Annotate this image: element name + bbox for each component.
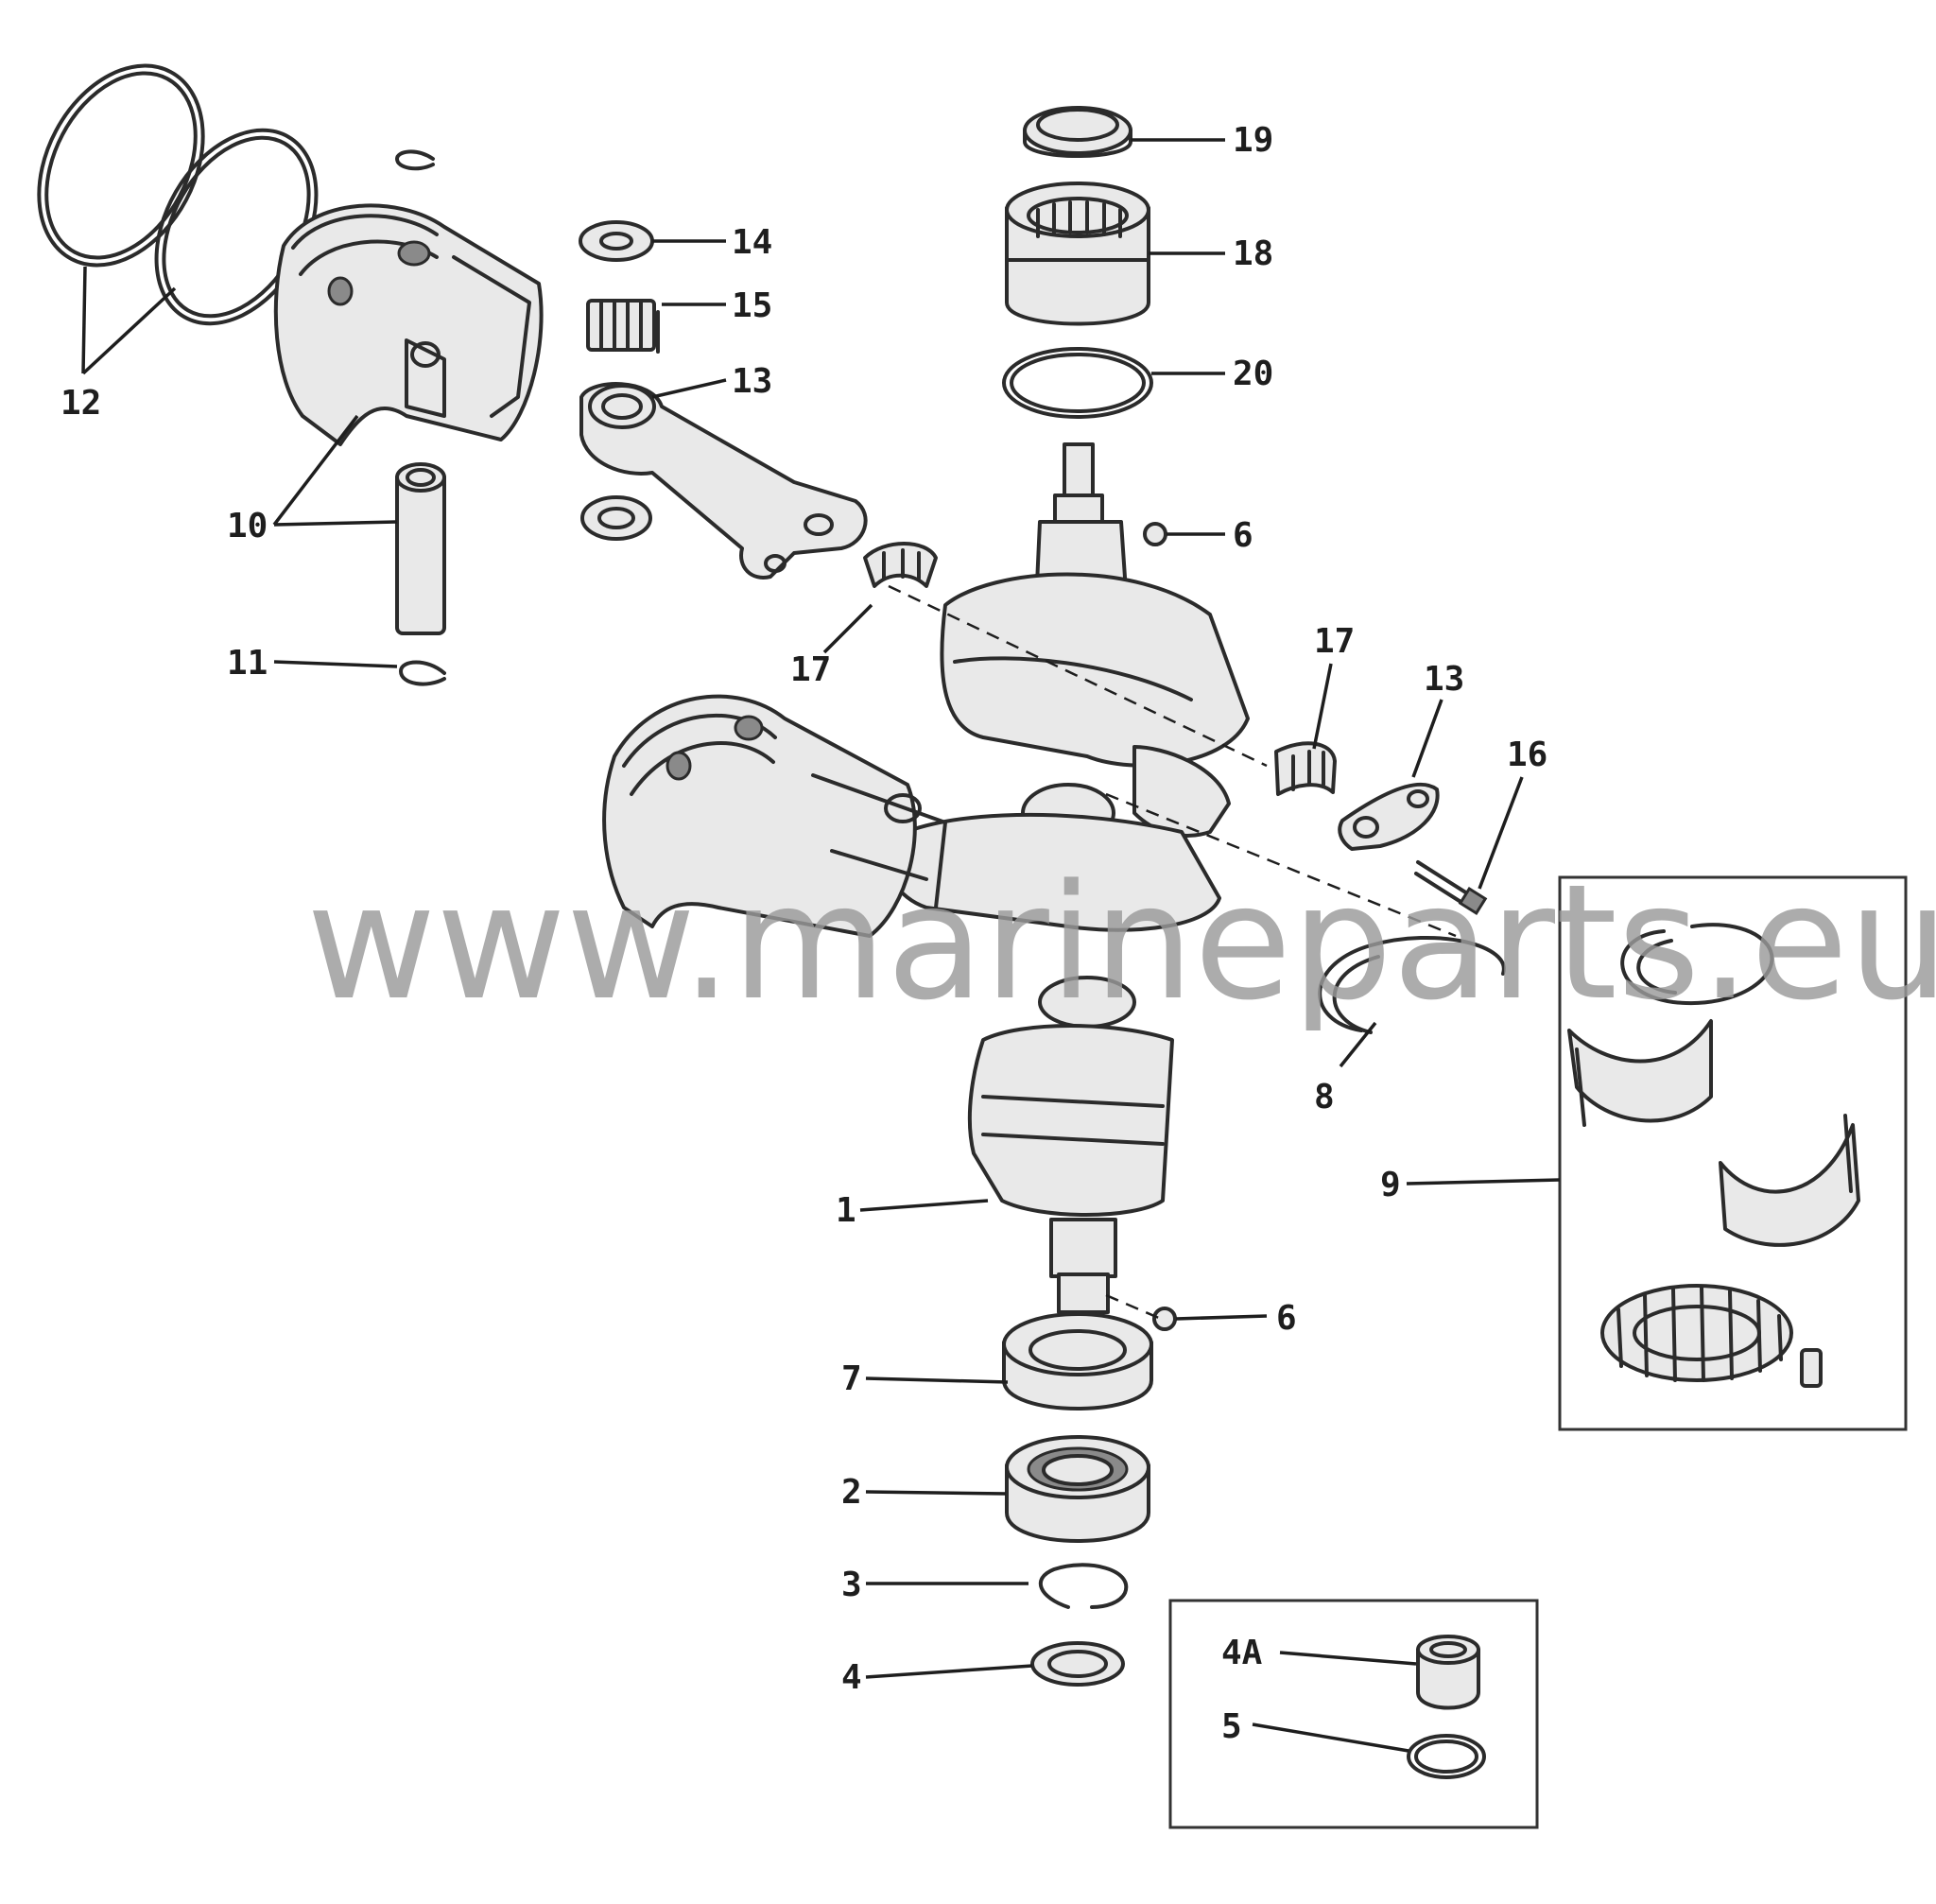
thrust-washer-lower[interactable] [580, 495, 652, 541]
top-needle-bearing[interactable] [1005, 182, 1150, 326]
kit-roller-cage[interactable] [1600, 1284, 1793, 1382]
lower-piston-assembly[interactable] [602, 694, 947, 938]
bearing-shell-right[interactable] [1274, 741, 1337, 796]
callout-10[interactable]: 10 [227, 507, 268, 545]
callout-19[interactable]: 19 [1233, 121, 1273, 160]
callout-13[interactable]: 13 [732, 362, 772, 401]
main-bearing-kit-box [1558, 875, 1908, 1431]
kit-washer[interactable] [1407, 1734, 1486, 1779]
rod-cap[interactable] [1338, 782, 1440, 851]
callout-17-right[interactable]: 17 [1314, 622, 1355, 661]
callout-14[interactable]: 14 [732, 223, 772, 262]
callout-2[interactable]: 2 [841, 1473, 862, 1512]
callout-4a[interactable]: 4A [1221, 1634, 1263, 1672]
ball-lower[interactable] [1152, 1307, 1177, 1331]
callout-16[interactable]: 16 [1507, 736, 1547, 774]
bearing-kit-box [1168, 1599, 1539, 1829]
pin-lock-rings[interactable] [395, 149, 446, 686]
crankshaft[interactable] [884, 442, 1250, 1314]
leader-lines [81, 138, 1561, 1753]
ball-bearing[interactable] [1005, 1435, 1150, 1543]
o-ring-top[interactable] [1002, 347, 1153, 419]
callout-labels: 19 18 20 14 15 13 6 12 10 11 17 17 13 16… [60, 121, 1547, 1746]
rod-screw[interactable] [1414, 860, 1488, 915]
kit-bearing-race-half-b[interactable] [1719, 1114, 1860, 1247]
connecting-rod[interactable] [579, 382, 868, 580]
callout-15[interactable]: 15 [732, 286, 772, 325]
callout-1[interactable]: 1 [836, 1191, 856, 1230]
callout-3[interactable]: 3 [841, 1566, 862, 1604]
washer[interactable] [1030, 1641, 1125, 1687]
retaining-ring[interactable] [1318, 935, 1506, 1034]
callout-17[interactable]: 17 [790, 650, 831, 689]
watermark-text: www.marineparts.eu [306, 850, 1936, 1035]
bearing-carrier[interactable] [1002, 1312, 1153, 1411]
kit-retaining-ring[interactable] [1620, 923, 1774, 1006]
callout-13-right[interactable]: 13 [1424, 660, 1464, 699]
callout-6-lower[interactable]: 6 [1276, 1299, 1297, 1338]
callout-9[interactable]: 9 [1380, 1166, 1401, 1204]
callout-5[interactable]: 5 [1221, 1707, 1242, 1746]
callout-6[interactable]: 6 [1233, 516, 1253, 555]
callout-8[interactable]: 8 [1314, 1078, 1335, 1116]
callout-7[interactable]: 7 [841, 1359, 862, 1398]
thrust-washer-upper[interactable] [579, 220, 654, 262]
ball-upper[interactable] [1143, 522, 1167, 546]
top-seal[interactable] [1023, 106, 1132, 158]
kit-bearing-cup[interactable] [1416, 1635, 1480, 1710]
bearing-shell-upper[interactable] [863, 542, 938, 588]
callout-20[interactable]: 20 [1233, 355, 1273, 393]
callout-11[interactable]: 11 [227, 644, 268, 683]
callout-18[interactable]: 18 [1233, 234, 1273, 273]
kit-bearing-race-half-a[interactable] [1567, 1019, 1713, 1127]
kit-loose-roller[interactable] [1800, 1348, 1823, 1388]
piston[interactable] [273, 203, 544, 446]
callout-12[interactable]: 12 [60, 384, 101, 423]
piston-pin[interactable] [395, 462, 446, 635]
assembly-guide-lines [888, 584, 1457, 1321]
snap-ring[interactable] [1039, 1563, 1129, 1609]
callout-4[interactable]: 4 [841, 1658, 862, 1697]
needle-bearing-cage[interactable] [586, 299, 660, 354]
